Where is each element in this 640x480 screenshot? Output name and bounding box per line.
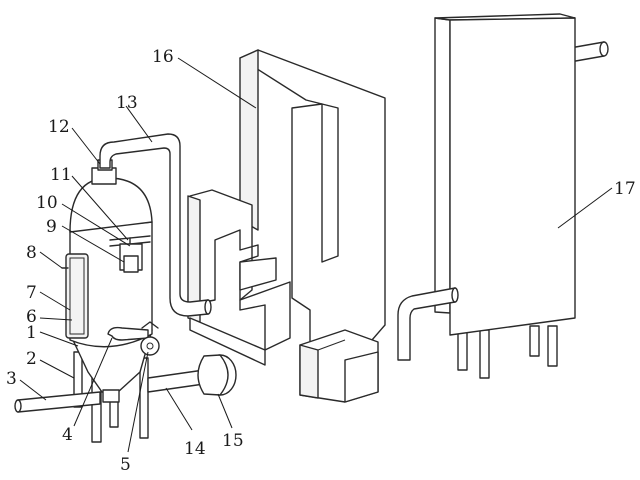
callout-2: 2: [26, 349, 37, 369]
callout-labels: 1 2 3 4 5 6 7 8 9 10 11 12 13 14 15 16 1…: [6, 47, 636, 475]
callout-1: 1: [26, 323, 37, 343]
connecting-pipe-right: [397, 287, 459, 361]
vessel-assembly: [14, 159, 237, 443]
callout-15: 15: [222, 431, 244, 451]
callout-8: 8: [26, 243, 37, 263]
top-pipe: [99, 133, 212, 317]
callout-6: 6: [26, 307, 37, 327]
callout-7: 7: [26, 283, 37, 303]
leader-lines: [19, 57, 613, 453]
callout-5: 5: [120, 455, 131, 475]
middle-unit: [187, 49, 386, 403]
callout-16: 16: [152, 47, 174, 67]
callout-4: 4: [62, 425, 73, 445]
callout-14: 14: [184, 439, 206, 459]
callout-13: 13: [116, 93, 138, 113]
callout-11: 11: [50, 165, 72, 185]
callout-3: 3: [6, 369, 17, 389]
callout-9: 9: [46, 217, 57, 237]
tower-unit: [434, 13, 609, 379]
callout-17: 17: [614, 179, 636, 199]
callout-12: 12: [48, 117, 70, 137]
callout-10: 10: [36, 193, 58, 213]
